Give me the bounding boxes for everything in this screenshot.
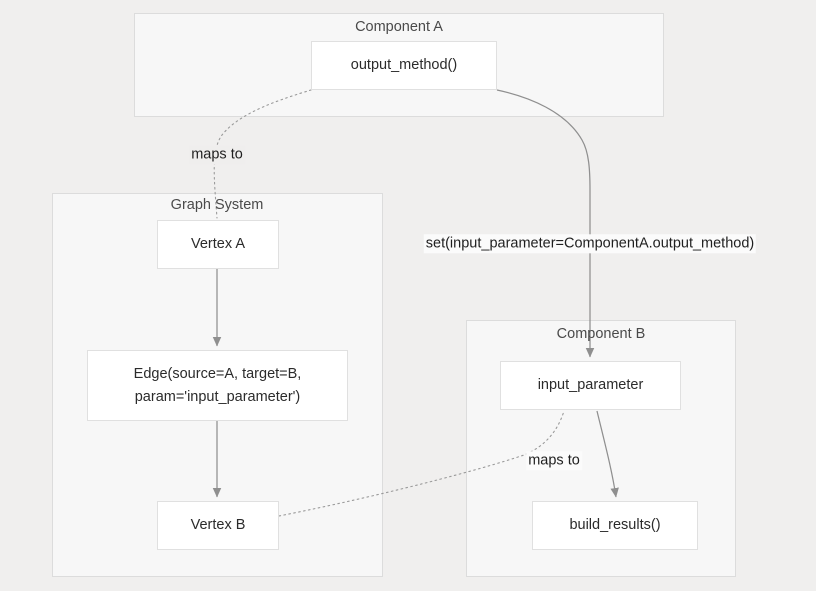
node-vertex-b[interactable]: Vertex B (157, 501, 279, 550)
cluster-title-component-b: Component B (556, 326, 646, 342)
node-build-results[interactable]: build_results() (532, 501, 698, 550)
edge-label-maps-to-top: maps to (189, 145, 245, 165)
cluster-title-graph-system: Graph System (170, 197, 264, 213)
edge-label-set-call: set(input_parameter=ComponentA.output_me… (423, 234, 757, 254)
node-vertex-a[interactable]: Vertex A (157, 220, 279, 269)
node-edge-object-line2: param='input_parameter') (134, 388, 301, 405)
node-input-parameter[interactable]: input_parameter (500, 361, 681, 410)
node-edge-object-line1: Edge(source=A, target=B, (133, 366, 302, 383)
edge-label-maps-to-bottom: maps to (526, 451, 582, 471)
edge-output-to-inputparam (496, 89, 595, 358)
node-output-method[interactable]: output_method() (311, 41, 497, 90)
cluster-title-component-a: Component A (355, 19, 443, 35)
node-edge-object[interactable]: Edge(source=A, target=B, param='input_pa… (87, 350, 348, 421)
